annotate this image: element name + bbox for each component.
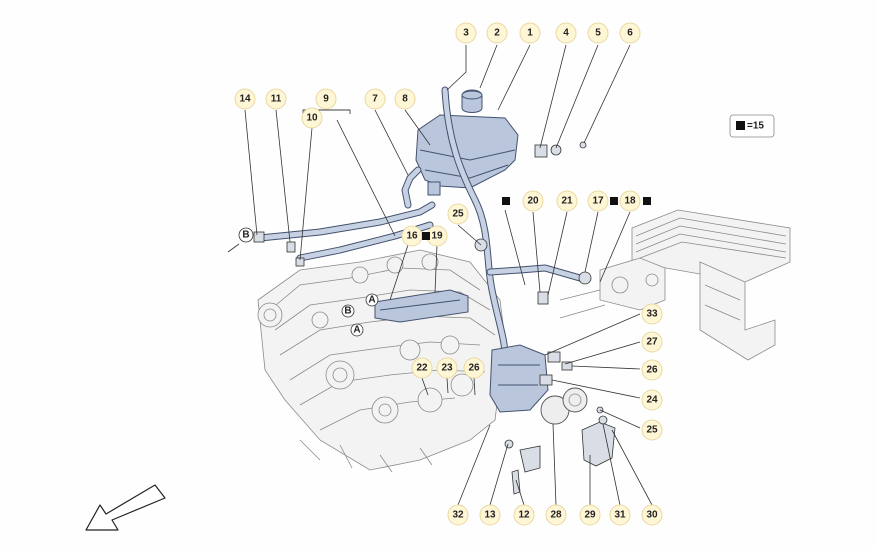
callout-16[interactable]: 16 — [401, 225, 423, 247]
expansion-tank — [415, 89, 519, 196]
svg-text:2: 2 — [494, 28, 500, 39]
callout-14[interactable]: 14 — [234, 88, 256, 110]
electric-pump — [540, 387, 588, 425]
callout-27[interactable]: 27 — [641, 331, 663, 353]
callout-33[interactable]: 33 — [641, 303, 663, 325]
callout-32[interactable]: 32 — [447, 504, 469, 526]
svg-text:1: 1 — [527, 28, 533, 39]
svg-text:25: 25 — [646, 425, 658, 436]
marker-b-arrow — [227, 243, 240, 253]
svg-text:32: 32 — [452, 510, 464, 521]
callout-2[interactable]: 2 — [486, 22, 508, 44]
callout-8[interactable]: 8 — [394, 88, 416, 110]
svg-text:26: 26 — [468, 363, 480, 374]
svg-text:B: B — [242, 230, 249, 241]
callout-20[interactable]: 20 — [522, 190, 544, 212]
callout-26-engine[interactable]: 26 — [463, 357, 485, 379]
svg-text:20: 20 — [527, 196, 539, 207]
svg-text:33: 33 — [646, 309, 658, 320]
callout-31[interactable]: 31 — [609, 504, 631, 526]
callout-26-right[interactable]: 26 — [641, 359, 663, 381]
svg-text:3: 3 — [463, 28, 469, 39]
marker-b-engine: B — [341, 304, 355, 318]
svg-text:5: 5 — [595, 28, 601, 39]
callout-12[interactable]: 12 — [513, 504, 535, 526]
legend-square-icon — [736, 121, 745, 130]
svg-text:A: A — [353, 325, 360, 336]
leader-lines — [244, 44, 653, 506]
callout-21[interactable]: 21 — [556, 190, 578, 212]
callout-11[interactable]: 11 — [265, 88, 287, 110]
callout-25-upper[interactable]: 25 — [447, 203, 469, 225]
svg-text:9: 9 — [323, 94, 329, 105]
svg-text:14: 14 — [239, 94, 251, 105]
svg-text:17: 17 — [592, 196, 604, 207]
callout-9[interactable]: 9 — [315, 88, 337, 110]
callout-22[interactable]: 22 — [411, 357, 433, 379]
bracket-9 — [302, 109, 351, 114]
svg-text:24: 24 — [646, 395, 658, 406]
marker-a-engine-2: A — [350, 323, 364, 337]
svg-text:10: 10 — [306, 113, 318, 124]
callout-28[interactable]: 28 — [545, 504, 567, 526]
callout-7[interactable]: 7 — [364, 88, 386, 110]
svg-text:12: 12 — [518, 510, 530, 521]
svg-text:7: 7 — [372, 94, 378, 105]
marker-a-engine: A — [365, 293, 379, 307]
svg-text:30: 30 — [646, 510, 658, 521]
square-markers — [422, 197, 651, 240]
svg-text:27: 27 — [646, 337, 658, 348]
radiator-assembly — [559, 209, 791, 361]
callout-3[interactable]: 3 — [455, 22, 477, 44]
svg-text:28: 28 — [550, 510, 562, 521]
svg-text:31: 31 — [614, 510, 626, 521]
water-pump-housing — [489, 344, 549, 413]
legend-box: =15 — [729, 114, 775, 138]
callout-4[interactable]: 4 — [555, 22, 577, 44]
legend-label: =15 — [747, 121, 764, 132]
marker-b-left: B — [238, 227, 254, 243]
svg-text:18: 18 — [624, 196, 636, 207]
callout-10[interactable]: 10 — [301, 107, 323, 129]
svg-text:16: 16 — [406, 231, 418, 242]
pump-bracket — [511, 421, 616, 495]
callout-23[interactable]: 23 — [436, 357, 458, 379]
svg-text:B: B — [344, 306, 351, 317]
callout-24[interactable]: 24 — [641, 389, 663, 411]
svg-text:22: 22 — [416, 363, 428, 374]
callout-29[interactable]: 29 — [579, 504, 601, 526]
svg-text:11: 11 — [271, 94, 282, 105]
callout-30[interactable]: 30 — [641, 504, 663, 526]
svg-text:6: 6 — [627, 28, 633, 39]
callout-6[interactable]: 6 — [619, 22, 641, 44]
callout-13[interactable]: 13 — [479, 504, 501, 526]
callout-18[interactable]: 18 — [619, 190, 641, 212]
svg-text:8: 8 — [402, 94, 408, 105]
svg-text:29: 29 — [584, 510, 596, 521]
svg-text:13: 13 — [484, 510, 496, 521]
svg-text:A: A — [368, 295, 375, 306]
callout-17[interactable]: 17 — [587, 190, 609, 212]
direction-arrow-icon — [85, 484, 166, 531]
svg-text:23: 23 — [441, 363, 453, 374]
svg-text:26: 26 — [646, 365, 658, 376]
callout-25-lower[interactable]: 25 — [641, 419, 663, 441]
svg-text:25: 25 — [452, 209, 464, 220]
svg-text:4: 4 — [563, 28, 569, 39]
svg-text:21: 21 — [561, 196, 573, 207]
callout-5[interactable]: 5 — [587, 22, 609, 44]
callout-1[interactable]: 1 — [519, 22, 541, 44]
svg-text:19: 19 — [431, 231, 443, 242]
water-manifold — [374, 289, 469, 323]
